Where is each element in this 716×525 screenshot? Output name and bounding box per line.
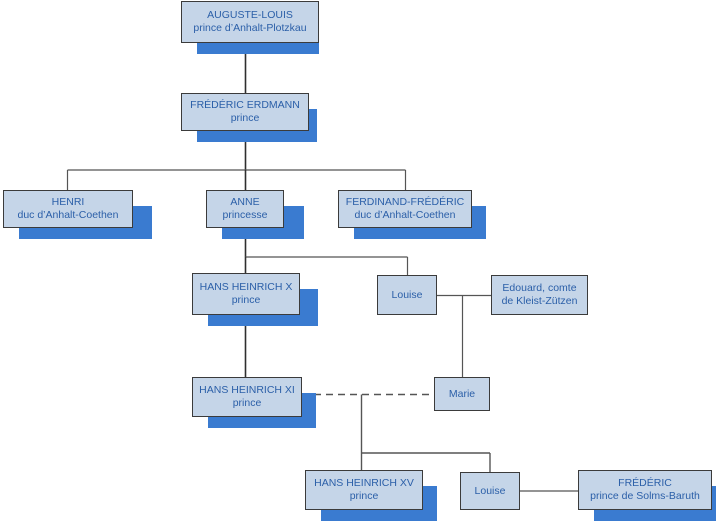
person-name: FERDINAND-FRÉDÉRIC	[345, 196, 465, 209]
person-name: AUGUSTE-LOUIS	[207, 9, 293, 22]
person-node-ferdinand-frederic[interactable]: FERDINAND-FRÉDÉRIC duc d’Anhalt-Coethen	[338, 190, 472, 228]
person-node-marie[interactable]: Marie	[434, 377, 490, 411]
person-node-louise-1[interactable]: Louise	[377, 275, 437, 315]
person-name: HENRI	[51, 196, 85, 209]
person-title: prince	[349, 490, 379, 502]
person-name: FRÉDÉRIC	[618, 477, 672, 490]
person-title: de Kleist-Zützen	[501, 295, 578, 307]
person-title: duc d’Anhalt-Coethen	[17, 209, 119, 221]
person-node-anne[interactable]: ANNE princesse	[206, 190, 284, 228]
person-node-frederic-erdmann[interactable]: FRÉDÉRIC ERDMANN prince	[181, 93, 309, 131]
person-node-henri[interactable]: HENRI duc d’Anhalt-Coethen	[3, 190, 133, 228]
person-name: Marie	[448, 387, 476, 400]
person-title: prince de Solms-Baruth	[590, 490, 700, 502]
person-node-louise-2[interactable]: Louise	[460, 472, 520, 510]
person-node-auguste-louis[interactable]: AUGUSTE-LOUIS prince d’Anhalt-Plotzkau	[181, 1, 319, 43]
person-title: prince d’Anhalt-Plotzkau	[193, 22, 307, 34]
person-title: prince	[232, 397, 262, 409]
person-name: ANNE	[230, 196, 260, 209]
person-name: HANS HEINRICH X	[199, 281, 293, 294]
person-name: Edouard, comte	[502, 282, 577, 295]
person-node-hans-heinrich-xv[interactable]: HANS HEINRICH XV prince	[305, 470, 423, 510]
person-name: FRÉDÉRIC ERDMANN	[190, 99, 300, 112]
person-node-edouard-kleist[interactable]: Edouard, comte de Kleist-Zützen	[491, 275, 588, 315]
person-node-hans-heinrich-x[interactable]: HANS HEINRICH X prince	[192, 273, 300, 315]
person-title: prince	[230, 112, 260, 124]
person-name: HANS HEINRICH XI	[199, 384, 295, 397]
person-name: Louise	[474, 484, 506, 497]
person-name: Louise	[391, 288, 423, 301]
person-title: princesse	[222, 209, 268, 221]
person-node-frederic-solms[interactable]: FRÉDÉRIC prince de Solms-Baruth	[578, 470, 712, 510]
person-title: prince	[231, 294, 261, 306]
person-title: duc d’Anhalt-Coethen	[354, 209, 456, 221]
person-node-hans-heinrich-xi[interactable]: HANS HEINRICH XI prince	[192, 377, 302, 417]
person-name: HANS HEINRICH XV	[314, 477, 414, 490]
